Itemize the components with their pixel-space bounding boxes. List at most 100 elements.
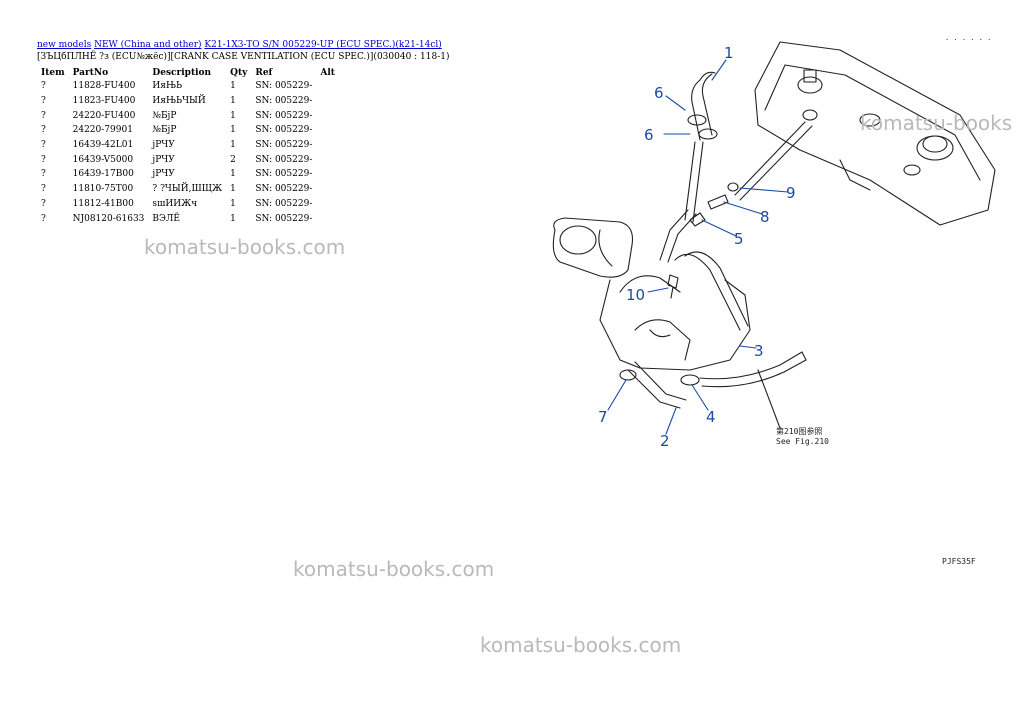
breadcrumb-link-model[interactable]: K21-1X3-TO S/N 005229-UP (ECU SPEC.)(k21… [204,40,442,50]
cell-alt [316,152,339,167]
cell-description: №БјР [152,110,177,121]
col-header-ref: Ref [255,67,273,78]
cell-ref: SN: 005229- [255,154,313,165]
cell-description: №БјР [152,125,177,136]
callout-6b: 6 [644,126,654,144]
see-fig-label: See Fig.210 [776,437,829,446]
cell-item: ? [41,184,46,195]
cell-ref: SN: 005229- [255,198,313,209]
cell-ref: SN: 005229- [255,81,313,92]
cell-item: ? [41,198,46,209]
watermark: komatsu-books.com [480,633,682,657]
col-header-alt: Alt [320,67,335,78]
parts-table: Item PartNo Description Qty Ref Alt ? 118… [37,66,339,226]
callout-10: 10 [626,286,645,304]
col-header-qty: Qty [230,67,248,78]
watermark: komatsu-books [860,111,1013,135]
cell-alt [316,211,339,226]
cell-partno: 11810-75T00 [72,184,134,195]
cell-description: ? ?ЧЫЙ,ШЩЖ [152,184,223,195]
cell-ref: SN: 005229- [255,110,313,121]
cell-item: ? [41,213,46,224]
cell-description: јРЧУ [152,154,175,165]
breadcrumb: new models NEW (China and other) K21-1X3… [37,40,442,50]
cell-description: sшИИЖч [152,198,198,209]
cell-qty: 1 [230,184,236,195]
cell-qty: 1 [230,213,236,224]
table-row: ? 16439-V5000 јРЧУ 2 SN: 005229- [37,152,339,167]
cell-description: јРЧУ [152,169,175,180]
table-row: ? 16439-42L01 јРЧУ 1 SN: 005229- [37,138,339,153]
cell-alt [316,123,339,138]
cell-qty: 1 [230,96,236,107]
cell-qty: 1 [230,110,236,121]
callout-6a: 6 [654,84,664,102]
callout-9: 9 [786,184,796,202]
cell-partno: 11828-FU400 [72,81,136,92]
cell-ref: SN: 005229- [255,213,313,224]
callout-1: 1 [724,44,734,62]
cell-item: ? [41,125,46,136]
cell-item: ? [41,169,46,180]
cell-description: ВЭЛЁ [152,213,181,224]
cell-partno: 16439-V5000 [72,154,134,165]
callout-7: 7 [598,408,608,426]
crankcase-ventilation-diagram: 1 6 6 9 8 5 10 3 7 4 2 第210图参照 See Fig.2… [552,41,996,566]
cell-qty: 2 [230,154,236,165]
page-title: [ЗЪЦбПЛНЁ ?з (ECU№жёс)][CRANK CASE VENTI… [37,52,450,62]
cell-alt [316,108,339,123]
table-row: ? 11810-75T00 ? ?ЧЫЙ,ШЩЖ 1 SN: 005229- [37,182,339,197]
cell-partno: 16439-17B00 [72,169,134,180]
cell-qty: 1 [230,125,236,136]
cell-partno: 24220-FU400 [72,110,136,121]
cell-partno: 11812-41B00 [72,198,134,209]
cell-description: ИяЊЬЧЫЙ [152,96,206,107]
table-row: ? 24220-FU400 №БјР 1 SN: 005229- [37,108,339,123]
see-fig-cn-label: 第210图参照 [776,426,822,436]
cell-description: јРЧУ [152,140,175,151]
cell-item: ? [41,140,46,151]
cell-qty: 1 [230,169,236,180]
cell-qty: 1 [230,81,236,92]
cell-ref: SN: 005229- [255,140,313,151]
cell-ref: SN: 005229- [255,96,313,107]
table-row: ? 16439-17B00 јРЧУ 1 SN: 005229- [37,167,339,182]
callout-4: 4 [706,408,716,426]
table-header-row: Item PartNo Description Qty Ref Alt [37,66,339,79]
table-row: ? 11828-FU400 ИяЊЬ 1 SN: 005229- [37,79,339,94]
table-row: ? NJ08120-61633 ВЭЛЁ 1 SN: 005229- [37,211,339,226]
cell-qty: 1 [230,198,236,209]
cell-ref: SN: 005229- [255,184,313,195]
cell-qty: 1 [230,140,236,151]
col-header-description: Description [152,67,212,78]
callout-2: 2 [660,432,670,450]
breadcrumb-link-new-china[interactable]: NEW (China and other) [94,40,202,50]
cell-item: ? [41,110,46,121]
cell-alt [316,138,339,153]
cell-item: ? [41,81,46,92]
callout-3: 3 [754,342,764,360]
breadcrumb-link-new-models[interactable]: new models [37,40,92,50]
cell-description: ИяЊЬ [152,81,183,92]
cell-ref: SN: 005229- [255,169,313,180]
callout-8: 8 [760,208,770,226]
cell-alt [316,182,339,197]
corner-dots: . . . . . . [945,34,992,42]
cell-item: ? [41,96,46,107]
cell-alt [316,94,339,109]
watermark: komatsu-books.com [144,235,346,259]
cell-alt [316,79,339,94]
callout-5: 5 [734,230,744,248]
col-header-partno: PartNo [72,67,109,78]
col-header-item: Item [41,67,65,78]
table-row: ? 11812-41B00 sшИИЖч 1 SN: 005229- [37,197,339,212]
cell-partno: 16439-42L01 [72,140,134,151]
drawing-code: PJFS35F [942,557,976,566]
cell-partno: 24220-79901 [72,125,133,136]
cell-alt [316,167,339,182]
cell-item: ? [41,154,46,165]
cell-partno: NJ08120-61633 [72,213,145,224]
